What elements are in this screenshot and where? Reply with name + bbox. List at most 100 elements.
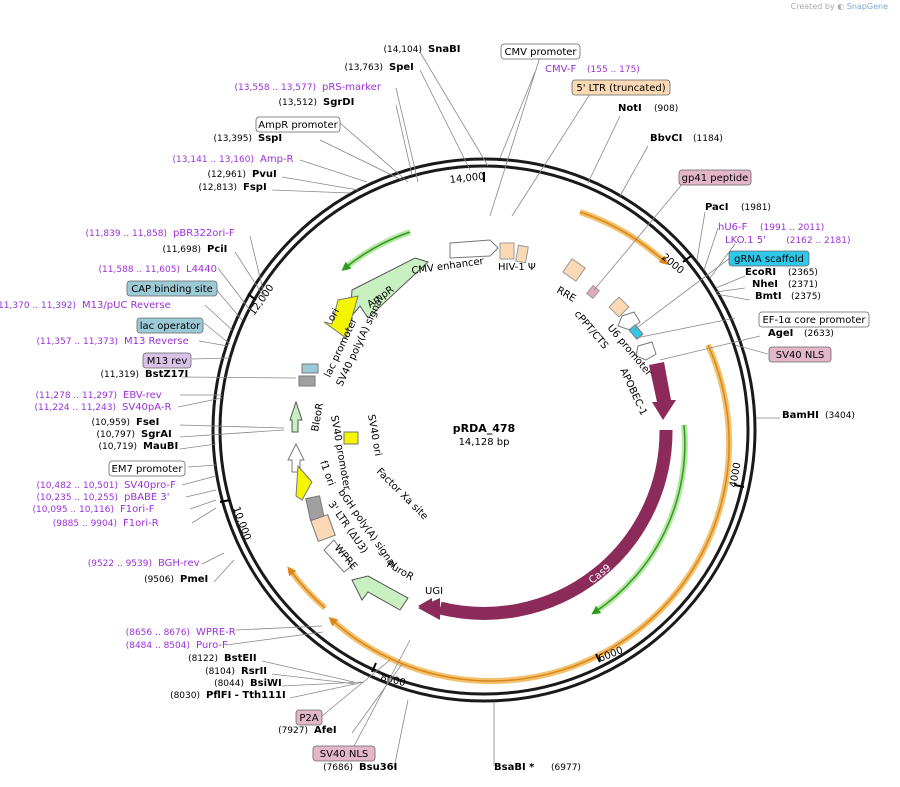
sv40-promoter-arrow [287, 442, 305, 473]
enzyme-site: SpeI [389, 62, 414, 73]
feature-label: SV40 NLS [776, 350, 825, 361]
primer-position: (8656 .. 8676) [126, 628, 190, 638]
enzyme-site: SnaBI [428, 44, 460, 55]
primer-site: Amp-R [260, 154, 294, 165]
enzyme-position: (11,319) [100, 370, 139, 380]
arc-green-2-line [591, 424, 686, 615]
rre-box [562, 258, 586, 282]
enzyme-site: BstZ17I [145, 369, 188, 380]
feature-label: CMV promoter [504, 47, 577, 58]
cppt-box [586, 284, 600, 300]
feature-label: lac operator [140, 321, 201, 332]
primer-site: pRS-marker [322, 82, 382, 93]
inner-label-factor-xa: Factor Xa site [374, 466, 430, 522]
enzyme-position: (14,104) [383, 45, 422, 55]
arc-green-1 [343, 229, 411, 271]
sv40-ori-box [343, 431, 359, 445]
primer-site: pBR322ori-F [173, 228, 235, 239]
feature-label-box [678, 169, 752, 186]
feature-label: AmpR promoter [258, 120, 338, 131]
enzyme-position: (9506) [144, 575, 174, 585]
feature-label-box [255, 116, 341, 133]
primer-position: (13,141 .. 13,160) [173, 155, 254, 165]
primer-position: (2162 .. 2181) [786, 236, 850, 246]
feature-label: EM7 promoter [112, 464, 184, 475]
enzyme-position: (908) [654, 104, 678, 114]
enzyme-site: BbvCI [650, 133, 682, 144]
enzyme-position: (12,961) [207, 170, 246, 180]
primer-position: (10,235 .. 10,255) [37, 493, 118, 503]
primer-position: (9522 .. 9539) [88, 559, 152, 569]
tick-mark-4000 [734, 484, 745, 488]
primer-site: CMV-F [545, 64, 576, 75]
enzyme-position: (2633) [804, 329, 834, 339]
primer-position: (8484 .. 8504) [126, 641, 190, 651]
primer-site: hU6-F [718, 222, 748, 233]
feature-label: 5' LTR (truncated) [576, 83, 665, 94]
feature-label: SV40 NLS [320, 749, 369, 760]
credit-brand: SnapGene [846, 2, 888, 11]
arc-orange-1-line [579, 211, 669, 266]
tick-mark-10000 [219, 499, 231, 503]
feature-label-box [758, 311, 870, 328]
primer-position: (155 .. 175) [587, 65, 640, 75]
enzyme-site: NotI [618, 103, 642, 114]
arc-green-1-line [341, 231, 411, 271]
feature-label-box [126, 280, 218, 297]
cmv-enhancer-arrow [449, 239, 499, 259]
enzyme-position: (8104) [205, 667, 235, 677]
primer-position: (11,370 .. 11,392) [0, 301, 76, 311]
backbone-inner-ring [218, 164, 750, 696]
enzyme-site: NheI [752, 279, 778, 290]
enzyme-position: (7927) [278, 726, 308, 736]
enzyme-site: PvuI [252, 169, 277, 180]
hiv-psi-box [499, 242, 515, 260]
tick-mark-12000 [247, 293, 257, 301]
enzyme-position: (3404) [825, 411, 855, 421]
feature-label-box [312, 745, 376, 762]
lac-box [301, 363, 319, 374]
enzyme-position: (13,395) [213, 134, 252, 144]
feature-label-box [728, 250, 810, 267]
enzyme-site: MauBI [143, 441, 178, 452]
enzyme-site: BmtI [755, 291, 782, 302]
credit-prefix: Created by [790, 2, 835, 11]
enzyme-position: (10,797) [96, 430, 135, 440]
enzyme-position: (13,512) [278, 98, 317, 108]
enzyme-position: (10,719) [98, 442, 137, 452]
primer-site: WPRE-R [196, 627, 236, 638]
credit: Created by ◐ SnapGene [791, 2, 888, 11]
enzyme-position: (13,763) [344, 63, 383, 73]
inner-label-puror: PuroR [385, 559, 416, 583]
primer-position: (9885 .. 9904) [53, 519, 117, 529]
primer-site: F1ori-R [123, 518, 159, 529]
ef1a-box [608, 296, 630, 318]
apobec1-arrow [649, 362, 676, 420]
feature-label-box [571, 79, 671, 96]
feature-label: M13 rev [147, 356, 188, 367]
tick-label-14000: 14,000 [449, 171, 485, 186]
enzyme-site: BsiWI [250, 678, 282, 689]
enzyme-site: SspI [258, 133, 282, 144]
primer-position: (11,278 .. 11,297) [36, 391, 117, 401]
feature-label-box [108, 460, 186, 477]
enzyme-site: RsrII [241, 666, 267, 677]
inner-label-bleor: BleoR [310, 402, 326, 432]
enzyme-position: (1981) [741, 203, 771, 213]
enzyme-position: (8030) [170, 691, 200, 701]
primer-site: SV40pro-F [124, 480, 176, 491]
feature-label: P2A [299, 713, 318, 724]
inner-label-hiv-psi: HIV-1 Ψ [498, 262, 536, 273]
feature-label: gRNA scaffold [734, 254, 804, 265]
enzyme-site: AgeI [768, 328, 793, 339]
primer-position: (11,839 .. 11,858) [86, 229, 167, 239]
enzyme-position: (2375) [791, 292, 821, 302]
ugi-arrow [418, 598, 432, 614]
enzyme-site: BamHI [782, 410, 819, 421]
primer-position: (1991 .. 2011) [760, 223, 824, 233]
primer-site: Puro-F [196, 640, 228, 651]
enzyme-site: BstEII [224, 653, 257, 664]
plasmid-length: 14,128 bp [459, 437, 510, 448]
enzyme-site: AfeI [314, 725, 337, 736]
